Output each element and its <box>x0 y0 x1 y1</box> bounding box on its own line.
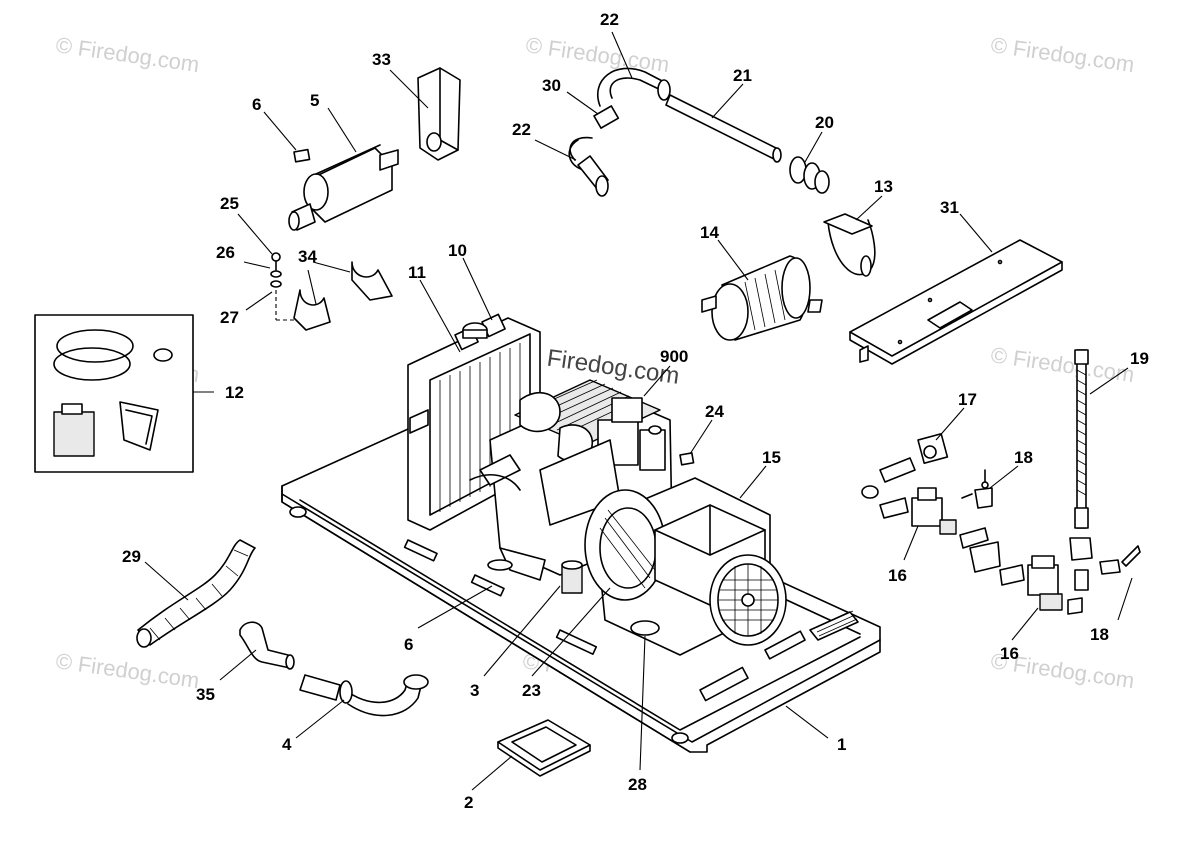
callout-21: 21 <box>733 66 752 85</box>
callout-6: 6 <box>252 95 261 114</box>
watermark: © Firedog.com <box>521 341 681 390</box>
callout-22: 22 <box>600 10 619 29</box>
exhaust-pipe-part <box>239 621 295 670</box>
callouts: 22 21 30 20 22 33 6 5 13 31 25 26 34 10 … <box>122 10 1149 812</box>
solenoid-valve-part-2 <box>1027 555 1063 611</box>
alternator-part <box>584 477 787 656</box>
muffler-part <box>288 144 399 231</box>
decal-part <box>293 148 311 163</box>
isolator-part <box>630 620 660 636</box>
callout-27: 27 <box>220 308 239 327</box>
callout-16: 16 <box>1000 644 1019 663</box>
callout-10: 10 <box>448 241 467 260</box>
heat-shield-part <box>417 67 461 161</box>
callout-17: 17 <box>958 390 977 409</box>
maintenance-kit-part <box>34 314 194 473</box>
callout-12: 12 <box>225 383 244 402</box>
hose-assembly-part <box>568 67 830 197</box>
callout-20: 20 <box>815 113 834 132</box>
exhaust-flex-part <box>299 674 429 717</box>
callout-19: 19 <box>1130 349 1149 368</box>
decal-24-part <box>679 452 695 466</box>
callout-26: 26 <box>216 243 235 262</box>
callout-34: 34 <box>298 247 317 266</box>
callout-31: 31 <box>940 198 959 217</box>
frame-grille <box>809 610 859 641</box>
engine-mount-part <box>487 559 583 594</box>
callout-13: 13 <box>874 177 893 196</box>
callout-18: 18 <box>1090 625 1109 644</box>
radiator-cap-part <box>462 322 488 339</box>
watermark: © Firedog.com <box>989 32 1136 77</box>
intake-duct-part <box>136 539 256 648</box>
hardware-part <box>270 252 296 321</box>
callout-28: 28 <box>628 775 647 794</box>
callout-23: 23 <box>522 681 541 700</box>
callout-2: 2 <box>464 793 473 812</box>
callout-22: 22 <box>512 120 531 139</box>
watermark: © Firedog.com <box>524 32 671 77</box>
callout-15: 15 <box>762 448 781 467</box>
air-filter-part <box>701 255 823 341</box>
cover-panel-part <box>849 239 1063 365</box>
watermark: © Firedog.com <box>989 342 1136 387</box>
callout-5: 5 <box>310 91 319 110</box>
callout-29: 29 <box>122 547 141 566</box>
air-filter-bracket-part <box>823 213 876 277</box>
leader-lines <box>144 31 1133 791</box>
watermark: © Firedog.com <box>54 32 201 77</box>
callout-35: 35 <box>196 685 215 704</box>
callout-16: 16 <box>888 566 907 585</box>
callout-24: 24 <box>705 402 724 421</box>
callout-3: 3 <box>470 681 479 700</box>
fuel-fittings-part <box>861 432 1141 615</box>
battery-tray-part <box>497 719 591 777</box>
callout-4: 4 <box>282 735 292 754</box>
callout-1: 1 <box>837 735 846 754</box>
callout-30: 30 <box>542 76 561 95</box>
fuel-flex-line-part <box>1074 349 1089 529</box>
callout-14: 14 <box>700 223 719 242</box>
watermark: © Firedog.com <box>54 648 201 693</box>
callout-25: 25 <box>220 194 239 213</box>
callout-900: 900 <box>660 347 688 366</box>
callout-11: 11 <box>408 263 426 282</box>
callout-18: 18 <box>1014 448 1033 467</box>
callout-6: 6 <box>404 635 413 654</box>
callout-33: 33 <box>372 50 391 69</box>
solenoid-valve-part <box>911 487 957 535</box>
mounting-bracket-part <box>293 261 393 331</box>
